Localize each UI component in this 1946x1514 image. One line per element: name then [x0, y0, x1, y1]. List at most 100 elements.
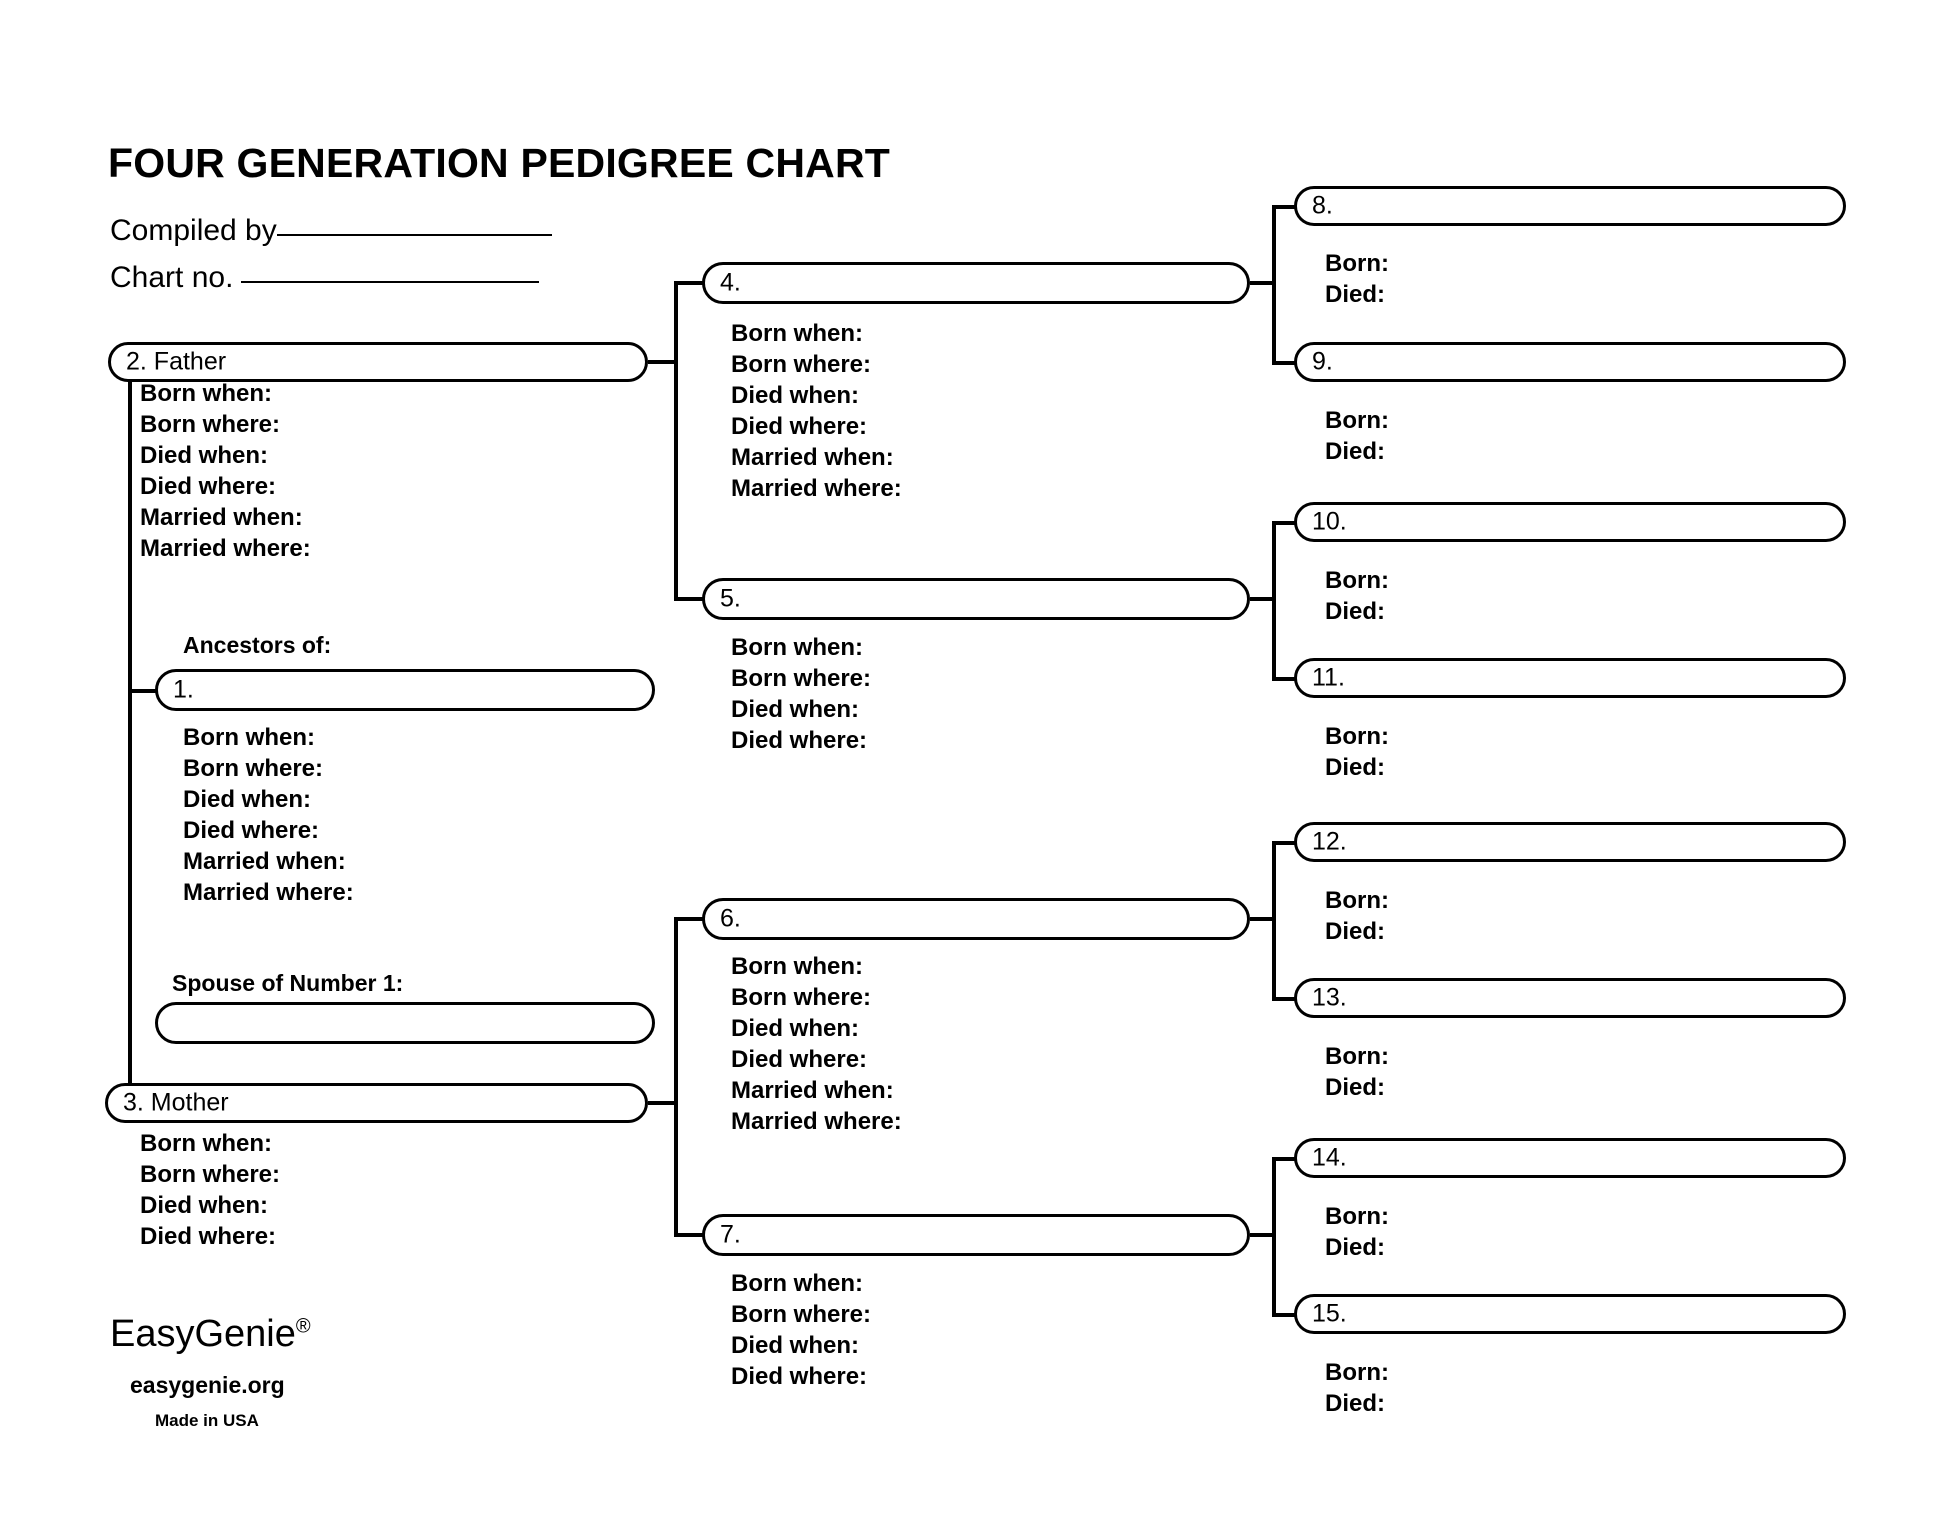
connector-5-stub	[674, 597, 706, 601]
field-died-where: Died where:	[731, 727, 868, 754]
field-born-when: Born when:	[731, 1270, 863, 1297]
field-born-where: Born where:	[731, 984, 872, 1011]
connector-67-vertical	[674, 917, 678, 1237]
box-15[interactable]: 15.	[1294, 1294, 1846, 1334]
connector-father-out	[648, 360, 678, 364]
field-born-where: Born where:	[140, 411, 281, 438]
box-14-caption: 14.	[1312, 1143, 1347, 1172]
connector-12-stub	[1272, 841, 1300, 845]
box-7[interactable]: 7.	[702, 1214, 1250, 1256]
field-married-where: Married where:	[183, 879, 354, 906]
box-15-caption: 15.	[1312, 1299, 1347, 1328]
box-9-fields: Born: Died:	[1325, 405, 1389, 467]
field-born-where: Born where:	[731, 351, 872, 378]
field-died-when: Died when:	[731, 1015, 860, 1042]
connector-14-stub	[1272, 1157, 1300, 1161]
field-born: Born:	[1325, 887, 1389, 914]
box-3-mother-caption: 3. Mother	[123, 1088, 229, 1117]
box-7-caption: 7.	[720, 1220, 741, 1249]
box-4[interactable]: 4.	[702, 262, 1250, 304]
box-3-mother[interactable]: 3. Mother	[105, 1083, 648, 1123]
box-9[interactable]: 9.	[1294, 342, 1846, 382]
box-5-fields: Born when: Born where: Died when: Died w…	[731, 632, 871, 756]
connector-7-stub	[674, 1233, 706, 1237]
box-5[interactable]: 5.	[702, 578, 1250, 620]
box-14-fields: Born: Died:	[1325, 1201, 1389, 1263]
field-born-when: Born when:	[731, 953, 863, 980]
chart-no-row: Chart no.	[110, 261, 540, 295]
field-died-when: Died when:	[140, 442, 269, 469]
connector-4-out	[1250, 281, 1276, 285]
box-2-father-caption: 2. Father	[126, 347, 227, 376]
box-11[interactable]: 11.	[1294, 658, 1846, 698]
box-4-fields: Born when: Born where: Died when: Died w…	[731, 318, 902, 504]
box-12-caption: 12.	[1312, 827, 1347, 856]
field-died: Died:	[1325, 281, 1385, 308]
field-died-where: Died where:	[731, 1046, 868, 1073]
box-13-caption: 13.	[1312, 983, 1347, 1012]
box-1-person-caption: 1.	[173, 675, 194, 704]
field-married-when: Married when:	[731, 1077, 894, 1104]
box-13[interactable]: 13.	[1294, 978, 1846, 1018]
field-died: Died:	[1325, 1074, 1385, 1101]
connector-6-stub	[674, 917, 706, 921]
field-born-where: Born where:	[140, 1161, 281, 1188]
made-in-usa-label: Made in USA	[155, 1411, 259, 1430]
field-died-where: Died where:	[140, 1223, 277, 1250]
field-born-where: Born where:	[731, 665, 872, 692]
box-spouse-of-1[interactable]	[155, 1002, 655, 1044]
connector-8-stub	[1272, 205, 1300, 209]
field-born: Born:	[1325, 250, 1389, 277]
field-died-where: Died where:	[731, 1363, 868, 1390]
box-7-fields: Born when: Born where: Died when: Died w…	[731, 1268, 871, 1392]
connector-10-stub	[1272, 521, 1300, 525]
box-5-caption: 5.	[720, 584, 741, 613]
field-died-where: Died where:	[140, 473, 277, 500]
box-10-caption: 10.	[1312, 507, 1347, 536]
box-8[interactable]: 8.	[1294, 186, 1846, 226]
field-died-where: Died where:	[183, 817, 320, 844]
field-born: Born:	[1325, 407, 1389, 434]
connector-1415-vertical	[1272, 1157, 1276, 1317]
field-born-when: Born when:	[140, 1130, 272, 1157]
compiled-by-row: Compiled by	[110, 214, 552, 248]
box-6[interactable]: 6.	[702, 898, 1250, 940]
field-born: Born:	[1325, 1203, 1389, 1230]
connector-9-stub	[1272, 361, 1300, 365]
field-died: Died:	[1325, 754, 1385, 781]
connector-5-out	[1250, 597, 1276, 601]
connector-1011-vertical	[1272, 521, 1276, 681]
box-10[interactable]: 10.	[1294, 502, 1846, 542]
field-born: Born:	[1325, 1359, 1389, 1386]
field-married-when: Married when:	[183, 848, 346, 875]
box-14[interactable]: 14.	[1294, 1138, 1846, 1178]
box-1-person-fields: Born when: Born where: Died when: Died w…	[183, 722, 354, 908]
connector-11-stub	[1272, 677, 1300, 681]
easygenie-brand-text: EasyGenie	[110, 1313, 296, 1355]
connector-7-out	[1250, 1233, 1276, 1237]
box-2-father[interactable]: 2. Father	[108, 342, 648, 382]
field-born: Born:	[1325, 567, 1389, 594]
field-died-when: Died when:	[731, 696, 860, 723]
field-died: Died:	[1325, 918, 1385, 945]
box-11-fields: Born: Died:	[1325, 721, 1389, 783]
box-8-fields: Born: Died:	[1325, 248, 1389, 310]
box-4-caption: 4.	[720, 268, 741, 297]
box-9-caption: 9.	[1312, 347, 1333, 376]
box-12[interactable]: 12.	[1294, 822, 1846, 862]
page-title: FOUR GENERATION PEDIGREE CHART	[108, 140, 890, 186]
box-1-person[interactable]: 1.	[155, 669, 655, 711]
field-died: Died:	[1325, 1390, 1385, 1417]
field-married-when: Married when:	[731, 444, 894, 471]
field-born-when: Born when:	[731, 320, 863, 347]
box-6-fields: Born when: Born where: Died when: Died w…	[731, 951, 902, 1137]
field-married-where: Married where:	[731, 1108, 902, 1135]
easygenie-url: easygenie.org	[130, 1372, 285, 1398]
spouse-of-number-1-label: Spouse of Number 1:	[172, 970, 404, 996]
field-died-when: Died when:	[731, 1332, 860, 1359]
field-born-where: Born where:	[183, 755, 324, 782]
compiled-by-input[interactable]	[276, 234, 552, 236]
chart-no-input[interactable]	[241, 281, 540, 283]
connector-6-out	[1250, 917, 1276, 921]
